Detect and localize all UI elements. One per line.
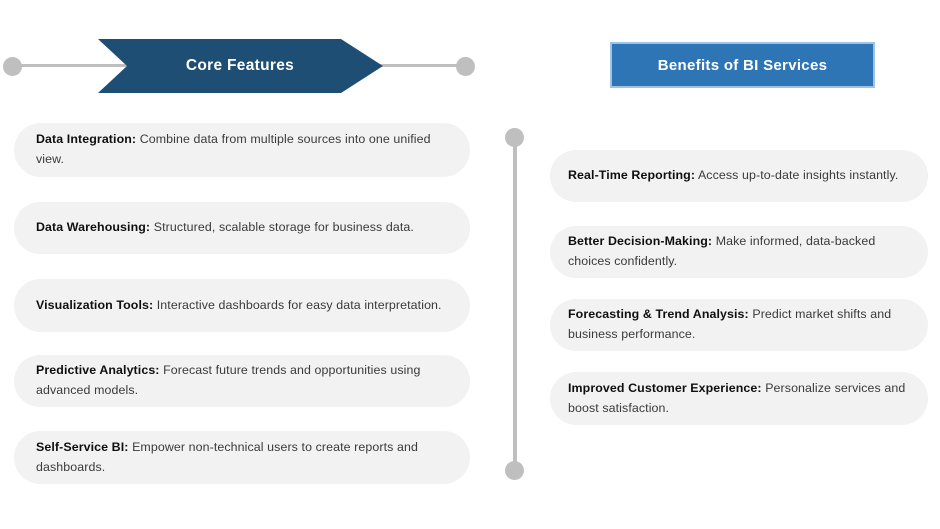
feature-description: Forecast future trends and opportunities… — [36, 363, 421, 397]
feature-text: Data Integration: Combine data from mult… — [36, 130, 444, 169]
feature-text: Visualization Tools: Interactive dashboa… — [36, 296, 442, 316]
benefit-text: Real-Time Reporting: Access up-to-date i… — [568, 166, 898, 186]
feature-label: Self-Service BI: — [36, 439, 129, 454]
feature-item-visualization-tools: Visualization Tools: Interactive dashboa… — [14, 279, 470, 332]
feature-label: Visualization Tools: — [36, 297, 154, 312]
feature-item-data-integration: Data Integration: Combine data from mult… — [14, 123, 470, 177]
feature-item-predictive-analytics: Predictive Analytics: Forecast future tr… — [14, 355, 470, 407]
benefit-item-better-decision-making: Better Decision-Making: Make informed, d… — [550, 226, 928, 278]
benefit-label: Real-Time Reporting: — [568, 168, 696, 183]
feature-label: Data Warehousing: — [36, 220, 151, 235]
feature-text: Data Warehousing: Structured, scalable s… — [36, 218, 414, 238]
right-connector-dot-top — [505, 128, 524, 147]
left-connector-dot-end — [456, 57, 475, 76]
feature-item-data-warehousing: Data Warehousing: Structured, scalable s… — [14, 202, 470, 254]
left-connector-dot-start — [3, 57, 22, 76]
right-connector-line — [513, 137, 517, 470]
feature-description: Combine data from multiple sources into … — [36, 132, 431, 166]
benefit-text: Improved Customer Experience: Personaliz… — [568, 379, 910, 418]
feature-description: Structured, scalable storage for busines… — [153, 220, 414, 235]
benefit-label: Improved Customer Experience: — [568, 380, 762, 395]
benefit-item-real-time-reporting: Real-Time Reporting: Access up-to-date i… — [550, 150, 928, 202]
benefit-item-forecasting-trend-analysis: Forecasting & Trend Analysis: Predict ma… — [550, 299, 928, 351]
feature-label: Predictive Analytics: — [36, 363, 160, 378]
feature-description: Interactive dashboards for easy data int… — [156, 297, 442, 312]
benefit-description: Personalize services and boost satisfact… — [568, 380, 906, 415]
core-features-title: Core Features — [185, 57, 295, 74]
benefit-description: Predict market shifts and business perfo… — [568, 307, 892, 341]
feature-label: Data Integration: — [36, 132, 137, 147]
right-connector-dot-bottom — [505, 461, 524, 480]
benefit-description: Access up-to-date insights instantly. — [697, 168, 899, 183]
feature-item-self-service-bi: Self-Service BI: Empower non-technical u… — [14, 431, 470, 484]
core-features-arrow-banner — [98, 39, 383, 93]
benefits-title: Benefits of BI Services — [610, 42, 875, 88]
benefit-text: Forecasting & Trend Analysis: Predict ma… — [568, 305, 910, 344]
benefit-description: Make informed, data-backed choices confi… — [568, 234, 876, 268]
benefit-item-improved-customer-experience: Improved Customer Experience: Personaliz… — [550, 372, 928, 425]
benefit-text: Better Decision-Making: Make informed, d… — [568, 232, 910, 271]
feature-text: Predictive Analytics: Forecast future tr… — [36, 361, 444, 400]
feature-description: Empower non-technical users to create re… — [36, 439, 418, 474]
benefit-label: Better Decision-Making: — [568, 234, 713, 249]
benefit-label: Forecasting & Trend Analysis: — [568, 307, 749, 322]
feature-text: Self-Service BI: Empower non-technical u… — [36, 438, 444, 477]
